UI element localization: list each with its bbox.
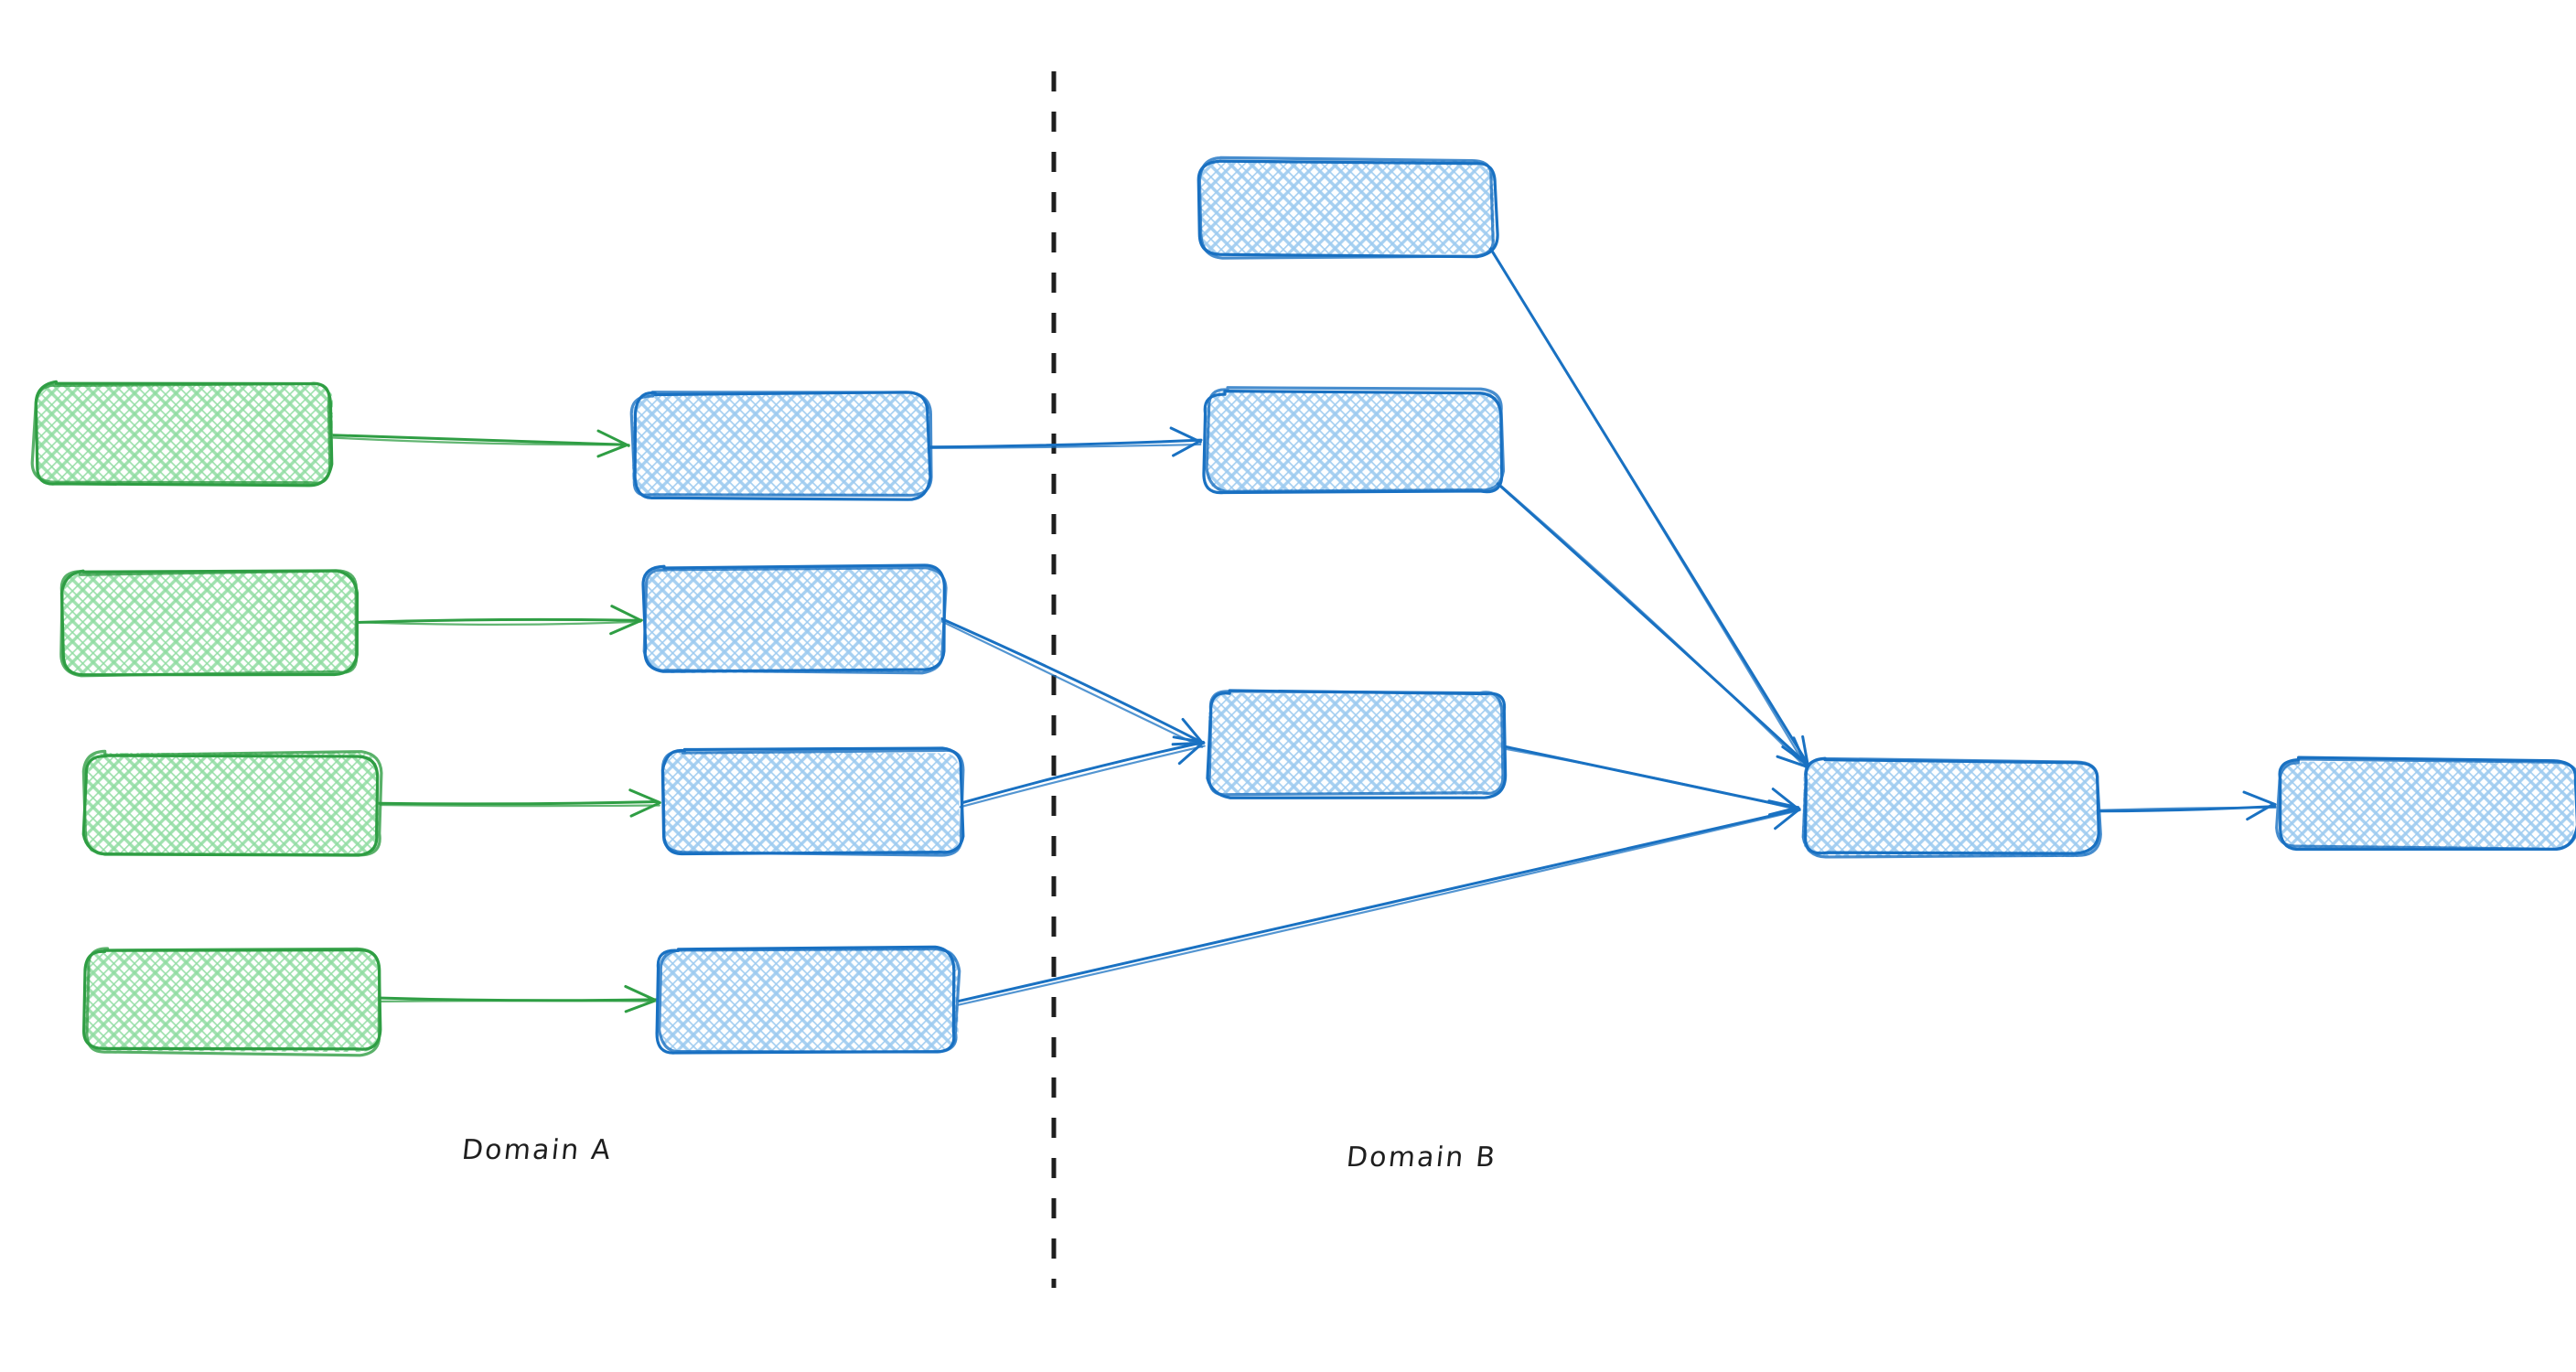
node-outline xyxy=(2275,757,2576,851)
edge-arrowhead xyxy=(610,605,641,622)
edge-line xyxy=(355,617,642,624)
node-layer xyxy=(30,155,2576,1057)
edge-e2 xyxy=(353,605,643,636)
edge-line xyxy=(379,803,660,808)
node-outline xyxy=(81,749,383,857)
node-b-top[interactable] xyxy=(1197,155,1499,260)
node-fill xyxy=(1206,391,1501,493)
node-outline xyxy=(1208,690,1505,797)
edge-line xyxy=(939,619,1204,748)
node-outline xyxy=(1197,155,1495,260)
edge-e12 xyxy=(2095,790,2277,821)
edge-line xyxy=(2095,806,2277,812)
edge-line xyxy=(1500,746,1801,811)
edge-arrowhead xyxy=(1172,735,1205,745)
node-a-src-1[interactable] xyxy=(30,380,334,488)
edge-line xyxy=(956,808,1801,1003)
edge-e4 xyxy=(380,984,659,1013)
edge-line xyxy=(1489,477,1811,768)
node-fill xyxy=(84,752,380,856)
domain-a-label: Domain A xyxy=(460,1134,614,1166)
node-outline xyxy=(642,566,948,675)
edge-arrowhead xyxy=(1771,788,1800,810)
node-a-src-3[interactable] xyxy=(81,749,383,857)
edge-e6 xyxy=(939,616,1206,748)
edge-e10 xyxy=(1489,475,1811,770)
node-outline xyxy=(660,748,965,857)
node-fill xyxy=(646,568,942,674)
node-fill xyxy=(663,751,960,855)
edge-e1 xyxy=(330,429,630,458)
edge-e8 xyxy=(955,799,1801,1007)
edge-arrowhead xyxy=(2246,802,2275,821)
node-fill xyxy=(2279,761,2574,849)
edge-line xyxy=(377,800,659,806)
node-outline xyxy=(85,947,381,1057)
edge-e3 xyxy=(377,788,661,818)
edge-line xyxy=(925,438,1203,449)
edge-arrowhead xyxy=(596,444,628,458)
edge-line xyxy=(380,1000,659,1002)
node-fill xyxy=(631,393,930,496)
edge-arrowhead xyxy=(596,429,630,447)
edge-line xyxy=(961,741,1205,805)
edge-line xyxy=(1486,241,1808,768)
node-a-mid-2[interactable] xyxy=(641,563,948,675)
node-b-hub[interactable] xyxy=(1801,756,2102,859)
edge-arrowhead xyxy=(1767,806,1800,817)
node-outline xyxy=(629,391,933,498)
edge-e11 xyxy=(1500,745,1801,817)
node-fill xyxy=(1199,160,1495,255)
node-outline xyxy=(633,391,932,501)
edge-line xyxy=(331,436,630,446)
edge-e5 xyxy=(925,426,1203,457)
node-outline xyxy=(658,947,961,1054)
edge-line xyxy=(927,443,1202,449)
edge-line xyxy=(330,434,628,446)
edge-line xyxy=(1489,475,1809,770)
edge-line xyxy=(955,809,1800,1007)
edge-arrowhead xyxy=(1169,426,1202,444)
node-b-mid[interactable] xyxy=(1202,386,1506,495)
edge-line xyxy=(939,616,1205,745)
node-a-mid-3[interactable] xyxy=(660,746,965,857)
edge-arrowhead xyxy=(1801,734,1809,766)
node-fill xyxy=(61,570,359,674)
node-fill xyxy=(1801,760,2098,858)
edge-arrowhead xyxy=(609,618,643,636)
node-outline xyxy=(59,569,359,678)
domain-b-label: Domain B xyxy=(1345,1142,1498,1174)
edge-arrowhead xyxy=(624,1000,656,1013)
node-outline xyxy=(1205,386,1506,493)
node-fill xyxy=(85,949,381,1053)
edge-arrowhead xyxy=(1172,439,1202,457)
edge-arrowhead xyxy=(1181,717,1205,745)
node-a-src-4[interactable] xyxy=(82,947,382,1057)
edge-arrowhead xyxy=(628,788,661,805)
edge-e9 xyxy=(1484,239,1811,768)
edge-line xyxy=(959,745,1206,809)
node-outline xyxy=(1801,756,2102,859)
edge-arrowhead xyxy=(1776,755,1809,768)
edge-arrowhead xyxy=(624,984,656,1002)
node-b-low[interactable] xyxy=(1206,689,1508,799)
edge-e7 xyxy=(959,735,1206,809)
node-fill xyxy=(660,948,959,1052)
node-a-mid-1[interactable] xyxy=(629,391,933,501)
node-b-out[interactable] xyxy=(2275,756,2576,852)
node-fill xyxy=(36,382,333,486)
node-a-src-2[interactable] xyxy=(59,569,360,678)
edge-arrowhead xyxy=(1792,736,1809,769)
edge-layer xyxy=(330,239,2277,1013)
edge-arrowhead xyxy=(2242,790,2277,806)
node-fill xyxy=(1208,692,1505,795)
edge-arrowhead xyxy=(1177,741,1206,766)
node-a-mid-4[interactable] xyxy=(655,945,961,1055)
edge-arrowhead xyxy=(1774,808,1800,831)
edge-arrowhead xyxy=(629,802,660,818)
node-outline xyxy=(30,381,332,485)
edge-line xyxy=(353,620,642,626)
